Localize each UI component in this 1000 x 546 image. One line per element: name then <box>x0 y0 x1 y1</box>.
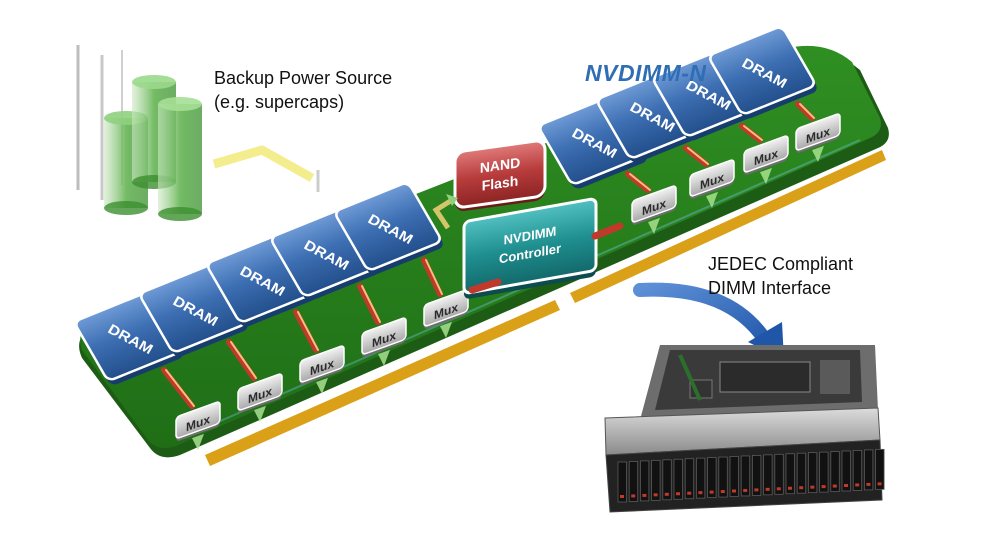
drive-bay <box>673 458 683 500</box>
drive-led <box>810 485 815 489</box>
drive-led <box>620 495 624 498</box>
jedec-label-line2: DIMM Interface <box>708 278 832 298</box>
drive-bay <box>819 451 829 493</box>
drive-led <box>664 492 669 496</box>
dram-mux-link-6 <box>625 171 651 193</box>
drive-bay <box>696 457 706 499</box>
drive-bay <box>774 453 784 495</box>
power-arrow-icon <box>212 145 320 192</box>
controller-mux-links <box>468 222 624 294</box>
dram-mux-link-2 <box>226 339 257 381</box>
drive-led <box>687 491 692 495</box>
drive-bay <box>729 456 739 497</box>
nvdimm-controller-chip: NVDIMM Controller <box>462 197 598 299</box>
mux-chip-7: Mux <box>689 159 735 208</box>
nand-label-line2: Flash <box>482 172 519 193</box>
mux-chip-1: Mux <box>175 401 221 450</box>
drive-led <box>676 492 680 496</box>
drive-bay <box>740 455 751 497</box>
drive-led <box>631 494 636 498</box>
drive-led <box>653 493 658 497</box>
drive-led <box>642 493 647 497</box>
backup-power-label: Backup Power Source (e.g. supercaps) <box>214 66 392 114</box>
drive-bay <box>796 452 807 494</box>
drive-led <box>821 485 826 489</box>
drive-bay <box>640 460 650 502</box>
dram-mux-link-3 <box>293 309 319 353</box>
drive-bay <box>617 461 627 503</box>
drive-led <box>877 482 882 486</box>
drive-led <box>855 483 860 487</box>
drive-bay <box>852 450 863 491</box>
drive-bay <box>808 452 818 494</box>
dram-mux-link-7 <box>683 145 709 167</box>
drive-led <box>698 491 703 495</box>
dram-mux-link-4 <box>357 283 381 325</box>
supercap-icon <box>76 45 202 221</box>
drive-led <box>732 489 736 493</box>
drive-bay <box>830 451 840 492</box>
drive-led <box>754 488 759 492</box>
drive-led <box>709 490 714 494</box>
drive-led <box>799 486 804 490</box>
dram-mux-link-1 <box>161 367 195 409</box>
drive-bay <box>718 456 728 498</box>
drive-bay <box>651 459 661 501</box>
backup-label-line2: (e.g. supercaps) <box>214 92 345 112</box>
drive-bay <box>752 454 762 496</box>
drive-bay <box>662 459 672 501</box>
mux-chip-2: Mux <box>237 373 283 422</box>
jedec-label-line1: JEDEC Compliant <box>708 254 854 274</box>
nand-controller-link <box>432 194 458 230</box>
dram-mux-link-5 <box>421 257 443 297</box>
mux-chip-8: Mux <box>743 135 789 184</box>
drive-bay <box>864 449 874 491</box>
drive-led <box>788 486 792 490</box>
drive-bay <box>875 448 885 490</box>
server-icon <box>604 345 885 513</box>
nand-flash-chip: NAND Flash <box>453 139 547 212</box>
mux-chip-5: Mux <box>423 289 469 338</box>
dram-chip-left-5: DRAM <box>335 182 443 275</box>
drive-bays <box>617 448 885 503</box>
dram-mux-link-9 <box>795 101 815 121</box>
drive-led <box>844 484 848 487</box>
drive-bay <box>785 453 795 495</box>
drive-bay <box>763 454 773 496</box>
mux-chip-6: Mux <box>631 185 677 234</box>
dram-mux-link-8 <box>739 123 763 143</box>
drive-led <box>832 484 837 488</box>
drive-led <box>776 487 781 491</box>
drive-led <box>743 488 748 492</box>
drive-led <box>765 487 770 491</box>
drive-bay <box>707 457 717 499</box>
drive-led <box>720 490 725 494</box>
mux-chip-9: Mux <box>795 113 841 162</box>
mux-chip-3: Mux <box>299 345 345 394</box>
jedec-interface-label: JEDEC Compliant DIMM Interface <box>708 252 853 300</box>
drive-led <box>866 482 871 486</box>
mux-chip-4: Mux <box>361 317 407 366</box>
backup-label-line1: Backup Power Source <box>214 68 393 88</box>
drive-bay <box>841 450 851 492</box>
drive-bay <box>628 461 639 502</box>
nand-label-line1: NAND <box>480 154 520 176</box>
dram-chip-right-4: DRAM <box>709 26 817 119</box>
drive-bay <box>684 458 695 500</box>
diagram-title: NVDIMM-N <box>585 60 707 86</box>
